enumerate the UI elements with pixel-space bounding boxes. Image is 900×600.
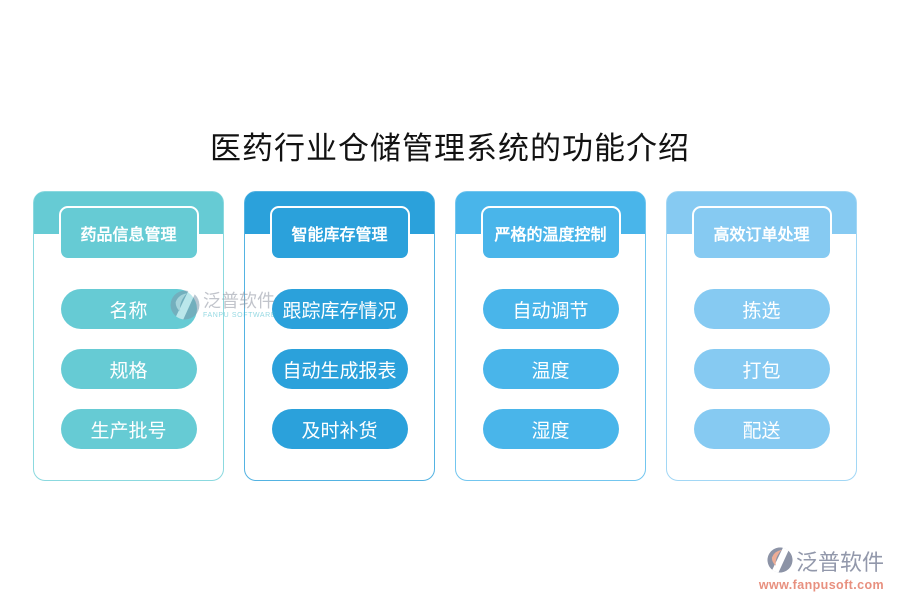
pill-label: 及时补货: [301, 420, 378, 442]
feature-pill: 跟踪库存情况: [271, 289, 408, 329]
card-order-processing: 高效订单处理 拣选 打包 配送: [666, 191, 857, 481]
feature-pill: 规格: [60, 349, 197, 389]
pill-label: 名称: [109, 300, 148, 322]
page-title: 医药行业仓储管理系统的功能介绍: [210, 130, 690, 166]
fanpu-logo-icon: [767, 547, 793, 578]
feature-pill: 拣选: [693, 289, 830, 329]
pill-label: 生产批号: [90, 420, 167, 442]
card-title-badge: 智能库存管理: [269, 206, 410, 260]
footer-brand-name: 泛普软件: [795, 549, 884, 575]
footer-brand-row: 泛普软件: [759, 547, 884, 578]
feature-cards-row: 药品信息管理 名称 规格 生产批号 智能库存管理 跟踪库存情况 自动生成报表 及…: [33, 191, 857, 481]
pill-label: 规格: [109, 360, 148, 382]
pill-label: 温度: [531, 360, 570, 382]
card-title: 严格的温度控制: [494, 227, 607, 244]
pill-label: 跟踪库存情况: [282, 300, 397, 322]
card-title-badge: 药品信息管理: [58, 206, 199, 260]
feature-pill: 及时补货: [271, 409, 408, 449]
pill-label: 湿度: [531, 420, 570, 442]
card-drug-info: 药品信息管理 名称 规格 生产批号: [33, 191, 224, 481]
card-inventory: 智能库存管理 跟踪库存情况 自动生成报表 及时补货: [244, 191, 435, 481]
feature-pill: 自动调节: [482, 289, 619, 329]
feature-pill: 打包: [693, 349, 830, 389]
card-title: 智能库存管理: [291, 227, 388, 244]
footer-logo: 泛普软件 www.fanpusoft.com: [759, 547, 884, 592]
card-title-badge: 严格的温度控制: [480, 206, 621, 260]
pill-label: 配送: [742, 420, 781, 442]
card-title: 药品信息管理: [80, 227, 177, 244]
card-title: 高效订单处理: [713, 227, 810, 244]
feature-pill: 生产批号: [60, 409, 197, 449]
feature-pill: 名称: [60, 289, 197, 329]
feature-pill: 自动生成报表: [271, 349, 408, 389]
footer-url: www.fanpusoft.com: [758, 578, 884, 592]
pill-label: 打包: [742, 360, 781, 382]
pill-label: 拣选: [742, 300, 781, 322]
card-title-badge: 高效订单处理: [691, 206, 832, 260]
pill-label: 自动生成报表: [282, 360, 397, 382]
card-temperature: 严格的温度控制 自动调节 温度 湿度: [455, 191, 646, 481]
feature-pill: 温度: [482, 349, 619, 389]
pill-label: 自动调节: [512, 300, 589, 322]
feature-pill: 湿度: [482, 409, 619, 449]
feature-pill: 配送: [693, 409, 830, 449]
